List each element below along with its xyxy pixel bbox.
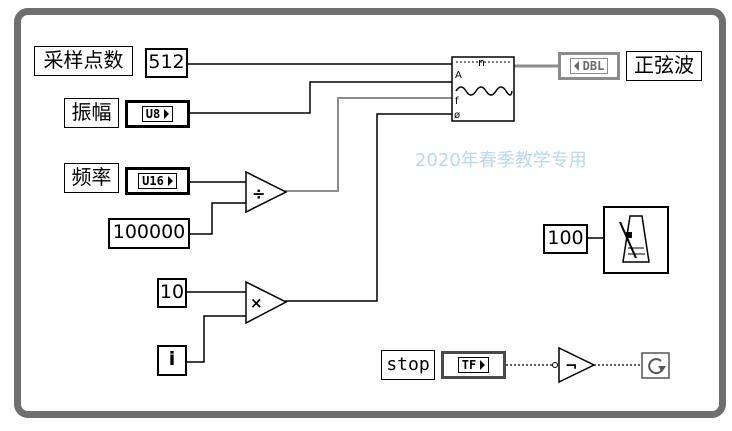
terminal-stop[interactable]: TF (441, 351, 506, 379)
label-stop: stop (381, 350, 435, 380)
sine-vi-wave-icon (455, 86, 513, 96)
terminal-stop-type: TF (461, 358, 477, 372)
label-samples: 采样点数 (34, 46, 133, 76)
label-sine-wave: 正弦波 (626, 51, 702, 81)
terminal-arrow-icon (164, 109, 170, 119)
while-loop-frame[interactable] (14, 8, 726, 418)
terminal-stop-inner: TF (457, 357, 490, 373)
sine-vi-phase-label: ø (454, 110, 460, 121)
constant-wait-ms[interactable]: 100 (543, 224, 588, 254)
terminal-frequency-type: U16 (142, 174, 164, 188)
wire-divisor (190, 202, 246, 235)
constant-samples[interactable]: 512 (145, 48, 188, 78)
not-input-dot (552, 362, 558, 368)
terminal-amplitude-type: U8 (145, 107, 161, 121)
multiply-symbol: × (250, 294, 263, 312)
sine-vi-a-label: A (455, 70, 462, 81)
indicator-sine-wave[interactable]: DBL (558, 52, 620, 80)
label-amplitude: 振幅 (64, 98, 119, 128)
terminal-arrow-icon (480, 360, 486, 370)
constant-divisor[interactable]: 100000 (108, 218, 190, 249)
divide-operator (245, 170, 288, 214)
terminal-frequency-inner: U16 (138, 173, 177, 189)
constant-multiplier[interactable]: 10 (157, 278, 187, 308)
not-operator (558, 346, 596, 384)
terminal-amplitude[interactable]: U8 (125, 100, 190, 128)
metronome-icon (622, 215, 650, 263)
wire-multiply-out (285, 113, 452, 302)
wire-divide-out (285, 97, 452, 192)
indicator-sine-wave-type: DBL (582, 59, 605, 73)
watermark: 2020年春季教学专用 (415, 150, 587, 171)
iteration-terminal[interactable]: i (157, 345, 187, 376)
sine-vi-f-label: f (455, 96, 459, 107)
wire-amplitude (190, 81, 452, 114)
loop-stop-icon (648, 358, 663, 375)
sine-vi-n-label: n (478, 56, 485, 69)
indicator-sine-wave-inner: DBL (569, 58, 609, 74)
terminal-amplitude-inner: U8 (141, 106, 174, 122)
terminal-arrow-icon (167, 176, 173, 186)
indicator-arrow-icon (573, 61, 579, 71)
terminal-frequency[interactable]: U16 (125, 167, 190, 195)
wire-iteration (187, 315, 246, 363)
loop-condition-terminal (641, 352, 670, 379)
divide-symbol: ÷ (252, 184, 265, 203)
not-symbol: ¬ (565, 357, 578, 375)
label-frequency: 频率 (64, 163, 119, 193)
multiply-operator (245, 280, 288, 325)
